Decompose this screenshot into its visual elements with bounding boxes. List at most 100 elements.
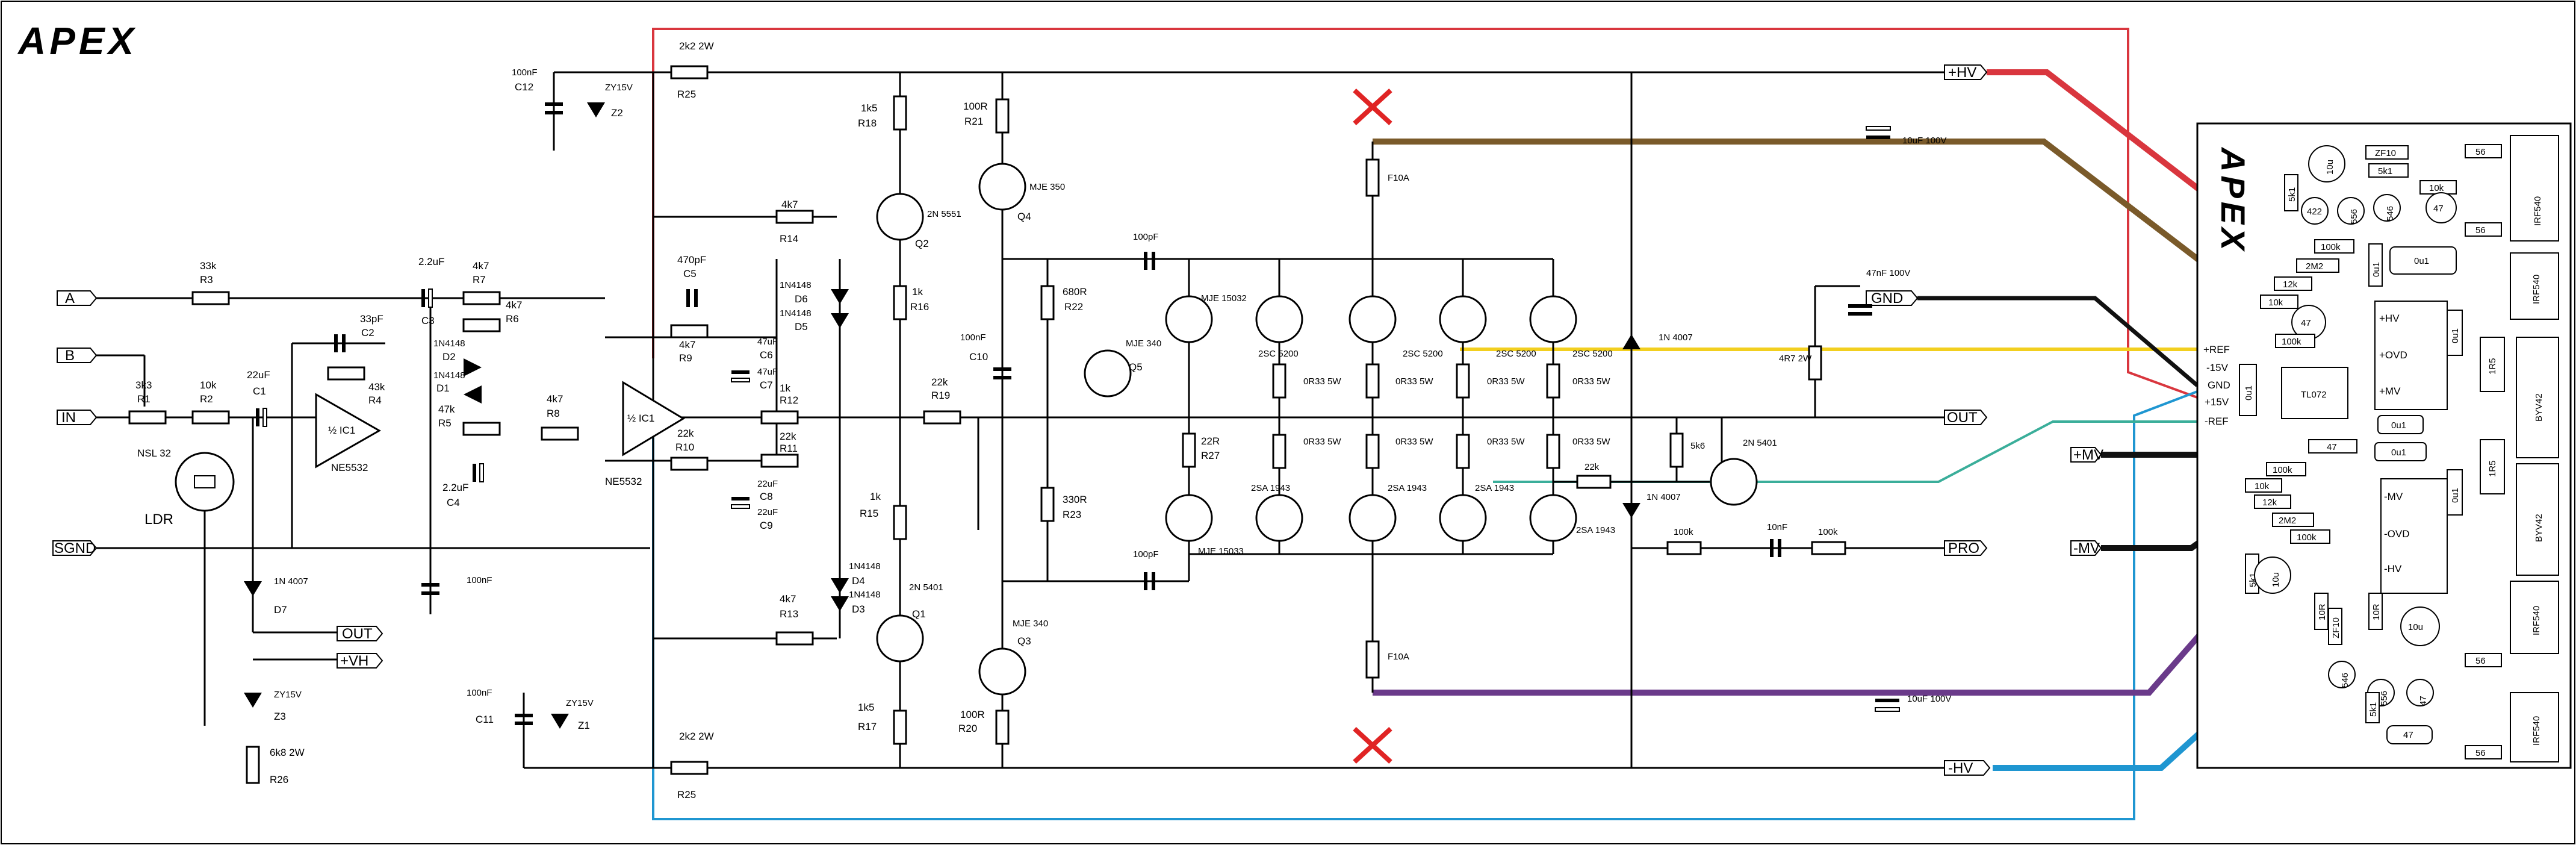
svg-text:100k: 100k bbox=[2297, 532, 2317, 543]
svg-text:R19: R19 bbox=[931, 390, 950, 401]
svg-text:BYV42: BYV42 bbox=[2534, 393, 2544, 422]
svg-text:+OVD: +OVD bbox=[2379, 349, 2407, 361]
svg-text:100nF: 100nF bbox=[467, 575, 492, 585]
svg-text:56: 56 bbox=[2475, 147, 2486, 157]
svg-text:½ IC1: ½ IC1 bbox=[328, 425, 355, 436]
svg-text:C8: C8 bbox=[760, 491, 773, 502]
svg-text:100k: 100k bbox=[1818, 527, 1838, 537]
svg-text:+REF: +REF bbox=[2203, 344, 2230, 355]
svg-text:R27: R27 bbox=[1201, 450, 1220, 461]
svg-text:10uF 100V: 10uF 100V bbox=[1902, 136, 1946, 146]
diode-1n4007-prot: 1N 4007 bbox=[1622, 492, 1681, 518]
svg-text:NSL 32: NSL 32 bbox=[137, 447, 171, 459]
svg-text:IRF540: IRF540 bbox=[2531, 275, 2542, 304]
board-parts-bottom: 100k 10k 12k 2M2 100k 5k1 10u 546 556 10… bbox=[2245, 439, 2559, 762]
svg-text:1k5: 1k5 bbox=[858, 702, 874, 713]
svg-text:0u1: 0u1 bbox=[2450, 488, 2460, 503]
svg-text:ZY15V: ZY15V bbox=[274, 690, 302, 700]
svg-text:MJE 340: MJE 340 bbox=[1126, 338, 1161, 349]
svg-text:22k: 22k bbox=[780, 431, 796, 442]
svg-text:-HV: -HV bbox=[1948, 760, 1973, 776]
svg-text:10R: 10R bbox=[2317, 603, 2327, 620]
svg-text:-OVD: -OVD bbox=[2384, 528, 2410, 540]
svg-text:330R: 330R bbox=[1063, 494, 1087, 505]
gnd-wire bbox=[1917, 296, 2199, 387]
svg-text:R25: R25 bbox=[677, 89, 696, 100]
svg-text:33k: 33k bbox=[200, 260, 217, 272]
connector-pro[interactable]: PRO bbox=[1944, 540, 1988, 556]
connector-gnd[interactable]: GND bbox=[1866, 290, 1919, 307]
resistor-100k-b: 100k bbox=[1811, 527, 1846, 555]
svg-text:-MV: -MV bbox=[2073, 540, 2100, 556]
cap-100nf-mid: 100nF bbox=[421, 575, 492, 595]
svg-text:0u1: 0u1 bbox=[2244, 385, 2254, 401]
svg-text:56: 56 bbox=[2475, 225, 2486, 235]
svg-text:C9: C9 bbox=[760, 520, 773, 531]
svg-text:22uF: 22uF bbox=[757, 479, 778, 489]
svg-text:-MV: -MV bbox=[2384, 491, 2403, 502]
connector-b[interactable]: B bbox=[57, 348, 98, 364]
svg-text:2SA 1943: 2SA 1943 bbox=[1475, 483, 1514, 493]
connector-hv-bot[interactable]: -HV bbox=[1944, 760, 1991, 776]
svg-text:OUT: OUT bbox=[342, 626, 373, 642]
connector-hv-top[interactable]: +HV bbox=[1944, 64, 1988, 81]
connector-out-right[interactable]: OUT bbox=[1944, 410, 1988, 426]
svg-text:D2: D2 bbox=[442, 351, 456, 363]
svg-text:D5: D5 bbox=[795, 321, 808, 332]
svg-text:-REF: -REF bbox=[2205, 416, 2229, 427]
svg-text:C3: C3 bbox=[421, 315, 435, 326]
colored-wires bbox=[652, 28, 2386, 820]
svg-text:IRF540: IRF540 bbox=[2533, 196, 2543, 226]
svg-text:R12: R12 bbox=[780, 394, 798, 406]
svg-text:2M2: 2M2 bbox=[2279, 516, 2296, 526]
svg-text:1N 4007: 1N 4007 bbox=[274, 576, 308, 587]
svg-text:R11: R11 bbox=[780, 443, 798, 454]
connector-a[interactable]: A bbox=[57, 290, 98, 307]
svg-text:A: A bbox=[65, 290, 75, 307]
connector-sgnd[interactable]: SGND bbox=[52, 540, 98, 556]
svg-text:B: B bbox=[65, 348, 75, 364]
blue-frame-wire bbox=[652, 390, 2198, 820]
svg-text:47k: 47k bbox=[438, 404, 455, 415]
connector-mv-pos[interactable]: +MV bbox=[2070, 447, 2103, 463]
svg-text:2k2 2W: 2k2 2W bbox=[679, 731, 714, 742]
svg-text:100R: 100R bbox=[963, 101, 988, 112]
svg-text:6k8 2W: 6k8 2W bbox=[270, 747, 305, 758]
svg-text:1k: 1k bbox=[912, 286, 923, 298]
svg-text:100nF: 100nF bbox=[512, 67, 538, 78]
connector-in[interactable]: IN bbox=[57, 410, 98, 426]
ic1b-opamp: ½ IC1 NE5532 bbox=[605, 381, 685, 487]
svg-text:MJE 15032: MJE 15032 bbox=[1201, 293, 1247, 304]
connector-mv-neg[interactable]: -MV bbox=[2070, 540, 2102, 556]
connector-vh[interactable]: +VH bbox=[337, 653, 383, 669]
svg-text:C6: C6 bbox=[760, 349, 773, 361]
svg-text:100nF: 100nF bbox=[960, 332, 986, 343]
svg-text:12k: 12k bbox=[2262, 497, 2277, 508]
board-parts-top: 56 56 IRF540 5k1 10u ZF10 5k1 10k 47 422… bbox=[2239, 135, 2559, 461]
svg-text:10u: 10u bbox=[2325, 160, 2335, 175]
svg-text:1N4148: 1N4148 bbox=[849, 590, 881, 600]
svg-text:47: 47 bbox=[2433, 204, 2444, 214]
connector-out-left[interactable]: OUT bbox=[337, 626, 383, 642]
svg-text:C5: C5 bbox=[683, 268, 697, 279]
svg-text:R8: R8 bbox=[547, 408, 560, 419]
